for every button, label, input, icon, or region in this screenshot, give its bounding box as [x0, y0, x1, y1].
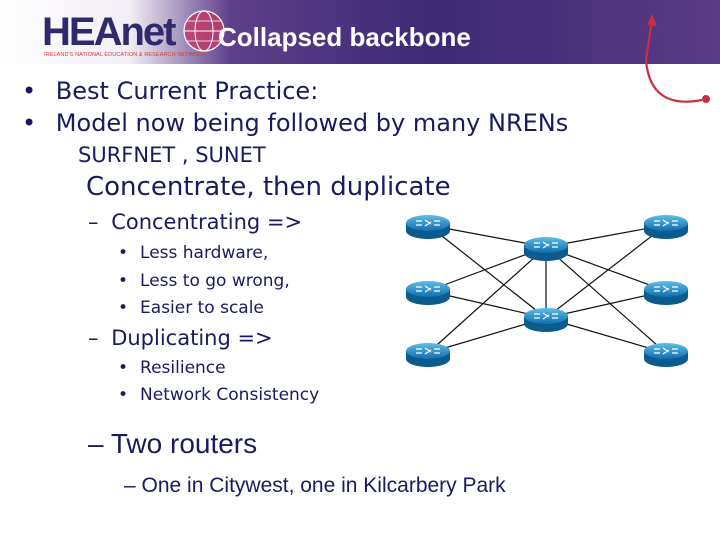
- sub-bullet-text: Network Consistency: [140, 385, 320, 405]
- duplicating-item: – Duplicating =>: [88, 326, 273, 350]
- locations-item: – One in Citywest, one in Kilcarbery Par…: [124, 474, 506, 498]
- router-icon: [406, 215, 450, 239]
- sub-bullet-text: Resilience: [140, 358, 226, 378]
- header-band: [0, 0, 720, 64]
- sub-bullet-text: Less hardware,: [140, 243, 269, 263]
- router-icon: [644, 281, 688, 305]
- bullet-marker: •: [22, 77, 37, 105]
- sub-bullet-text: Easier to scale: [140, 298, 264, 318]
- nren-names: SURFNET , SUNET: [78, 143, 266, 167]
- core-router-icon: [524, 237, 568, 261]
- slide-header: HEAnet IRELAND'S NATIONAL EDUCATION & RE…: [0, 0, 720, 103]
- locations-label: One in Citywest, one in Kilcarbery Park: [141, 474, 506, 497]
- router-icon: [644, 215, 688, 239]
- concentrate-heading: Concentrate, then duplicate: [86, 172, 451, 202]
- core-router-icon: [524, 308, 568, 332]
- bullet-text: Model now being followed by many NRENs: [55, 109, 569, 137]
- concentrating-label: Concentrating =>: [111, 210, 303, 234]
- network-diagram: [406, 215, 688, 367]
- slide-title: Collapsed backbone: [218, 22, 471, 52]
- sub-bullet: •Less hardware,: [118, 243, 269, 263]
- bullet-best-practice: • Best Current Practice:: [22, 77, 318, 105]
- two-routers-item: – Two routers: [88, 428, 257, 460]
- dash-marker: –: [124, 474, 136, 497]
- two-routers-label: Two routers: [110, 428, 258, 459]
- concentrating-item: – Concentrating =>: [88, 210, 302, 234]
- heanet-logo: HEAnet IRELAND'S NATIONAL EDUCATION & RE…: [36, 6, 225, 62]
- router-icon: [644, 343, 688, 367]
- router-icon: [406, 281, 450, 305]
- globe-icon: [183, 10, 225, 52]
- logo-tagline: IRELAND'S NATIONAL EDUCATION & RESEARCH …: [44, 52, 207, 58]
- bullet-text: Best Current Practice:: [55, 77, 319, 105]
- decorative-swoosh-icon: [644, 14, 710, 103]
- dash-marker: –: [88, 210, 99, 234]
- dash-marker: –: [88, 428, 104, 459]
- sub-bullet: •Easier to scale: [118, 298, 264, 318]
- sub-bullet: •Network Consistency: [118, 385, 320, 405]
- sub-bullet: •Less to go wrong,: [118, 271, 290, 291]
- router-icon: [406, 343, 450, 367]
- duplicating-label: Duplicating =>: [111, 326, 273, 350]
- bullet-marker: •: [22, 109, 37, 137]
- logo-wordmark: HEAnet: [42, 10, 176, 54]
- bullet-model: • Model now being followed by many NRENs: [22, 109, 568, 137]
- sub-bullet: •Resilience: [118, 358, 226, 378]
- sub-bullet-text: Less to go wrong,: [140, 271, 290, 291]
- dash-marker: –: [88, 326, 99, 350]
